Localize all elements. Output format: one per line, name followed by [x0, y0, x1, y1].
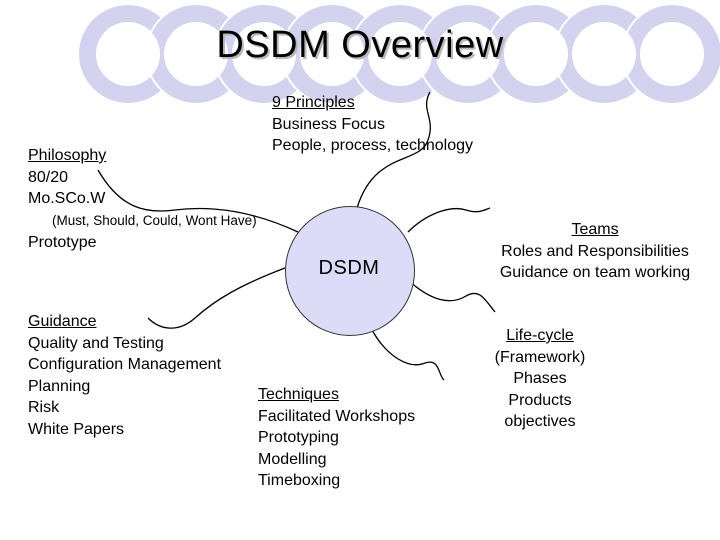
- philosophy-block: Philosophy 80/20 Mo.SCo.W: [28, 145, 106, 210]
- guidance-line: Quality and Testing: [28, 334, 164, 352]
- guidance-block: Guidance Quality and Testing Configurati…: [28, 311, 221, 440]
- guidance-heading: Guidance: [28, 313, 97, 330]
- techniques-line: Modelling: [258, 450, 327, 468]
- connector-lifecycle: [407, 279, 496, 313]
- principles-line: Business Focus: [272, 115, 385, 133]
- lifecycle-line: objectives: [504, 413, 576, 430]
- principles-line: People, process, technology: [272, 137, 474, 154]
- lifecycle-line: Products: [508, 391, 572, 409]
- connector-principles: [356, 91, 431, 209]
- slide-title: DSDM Overview: [216, 24, 504, 66]
- teams-heading: Teams: [571, 221, 619, 238]
- teams-block: Teams Roles and Responsibilities Guidanc…: [470, 219, 720, 284]
- techniques-line: Facilitated Workshops: [258, 407, 416, 425]
- techniques-line: Timeboxing: [258, 472, 341, 489]
- teams-line: Guidance on team working: [499, 264, 691, 281]
- connector-teams: [407, 207, 491, 233]
- lifecycle-heading: Life-cycle: [506, 327, 574, 344]
- philosophy-line: 80/20: [28, 168, 69, 186]
- techniques-block: Techniques Facilitated Workshops Prototy…: [258, 384, 415, 492]
- techniques-heading: Techniques: [258, 386, 339, 403]
- connector-techniques: [371, 329, 445, 381]
- philosophy-line: Mo.SCo.W: [28, 190, 106, 207]
- lifecycle-block: Life-cycle (Framework) Phases Products o…: [470, 325, 610, 433]
- guidance-line: Planning: [28, 377, 91, 395]
- principles-heading: 9 Principles: [272, 94, 355, 111]
- guidance-line: Configuration Management: [28, 356, 222, 373]
- philosophy-heading: Philosophy: [28, 147, 107, 164]
- dsdm-hub-label: DSDM: [318, 257, 380, 279]
- teams-line: Roles and Responsibilities: [501, 242, 689, 260]
- connector-philosophy: [97, 169, 299, 233]
- connector-guidance: [147, 267, 286, 329]
- prototype-label: Prototype: [28, 234, 97, 251]
- moscow-note: (Must, Should, Could, Wont Have): [52, 213, 257, 228]
- guidance-line: White Papers: [28, 420, 125, 438]
- principles-block: 9 Principles Business Focus People, proc…: [272, 92, 473, 157]
- connector-lines: [97, 91, 496, 381]
- lifecycle-line: Phases: [513, 370, 567, 387]
- techniques-line: Prototyping: [258, 429, 339, 446]
- guidance-line: Risk: [28, 399, 60, 416]
- lifecycle-line: (Framework): [494, 348, 586, 366]
- dsdm-hub-circle: [285, 206, 415, 336]
